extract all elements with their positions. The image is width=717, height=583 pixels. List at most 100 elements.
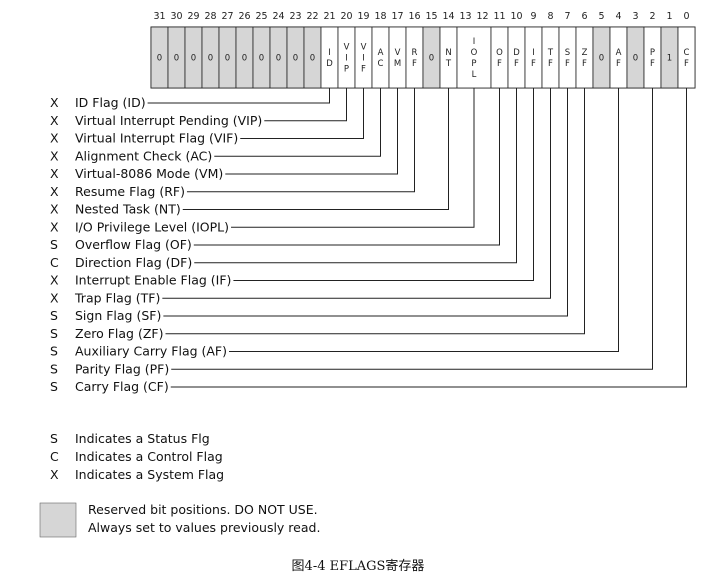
legend-description: Indicates a Status Flg: [75, 431, 210, 446]
flag-type: X: [50, 184, 59, 199]
leader-line: [214, 88, 381, 157]
leader-line: [194, 88, 517, 264]
bit-number: 9: [530, 11, 536, 22]
leader-line: [170, 88, 687, 388]
leader-line: [163, 88, 568, 317]
bit-number: 21: [323, 11, 335, 22]
flag-list: X ID Flag (ID) X Virtual Interrupt Pending …: [50, 88, 687, 394]
bit-number: 7: [564, 11, 570, 22]
bit-number: 2: [649, 11, 655, 22]
flag-type: S: [50, 361, 58, 376]
flag-name: Carry Flag (CF): [75, 379, 169, 394]
bit-number: 20: [340, 11, 352, 22]
legend-description: Indicates a Control Flag: [75, 449, 223, 464]
bit-value: 0: [191, 54, 196, 64]
bit-number: 11: [493, 11, 505, 22]
flag-name: Virtual Interrupt Pending (VIP): [75, 113, 262, 128]
flag-name: Parity Flag (PF): [75, 361, 169, 376]
bit-number: 18: [374, 11, 386, 22]
flag-bit-cell: [456, 26, 492, 89]
reserved-note-line2: Always set to values previously read.: [88, 520, 320, 535]
bit-number: 26: [238, 11, 250, 22]
bit-number: 31: [153, 11, 165, 22]
leader-line: [171, 88, 653, 370]
flag-type: X: [50, 273, 59, 288]
flag-type: X: [50, 148, 59, 163]
flag-name: Auxiliary Carry Flag (AF): [75, 344, 227, 359]
bit-value: 0: [633, 54, 638, 64]
flag-name: Direction Flag (DF): [75, 255, 192, 270]
flag-type: X: [50, 290, 59, 305]
flag-type: X: [50, 113, 59, 128]
flag-type: S: [50, 379, 58, 394]
flag-type: C: [50, 255, 59, 270]
leader-line: [147, 88, 330, 104]
bit-number: 4: [615, 11, 621, 22]
bit-value: 0: [293, 54, 298, 64]
bit-number: 0: [683, 11, 689, 22]
flag-type: X: [50, 202, 59, 217]
flag-name: Nested Task (NT): [75, 202, 181, 217]
bit-number: 29: [187, 11, 199, 22]
flag-name: Sign Flag (SF): [75, 308, 161, 323]
flag-name: I/O Privilege Level (IOPL): [75, 219, 229, 234]
flag-type: X: [50, 166, 59, 181]
bit-value: 0: [225, 54, 230, 64]
bit-number: 5: [598, 11, 604, 22]
leader-line: [229, 88, 619, 352]
flag-type: S: [50, 344, 58, 359]
bit-value: 0: [276, 54, 281, 64]
bit-value: 0: [208, 54, 213, 64]
legend-description: Indicates a System Flag: [75, 467, 224, 482]
bit-number: 24: [272, 11, 284, 22]
reserved-note: Reserved bit positions. DO NOT USE. Alwa…: [39, 502, 320, 538]
flag-name: ID Flag (ID): [75, 95, 146, 110]
legend-type: C: [50, 449, 59, 464]
flag-name: Zero Flag (ZF): [75, 326, 163, 341]
bit-number: 10: [510, 11, 522, 22]
flag-name: Virtual-8086 Mode (VM): [75, 166, 223, 181]
bit-number: 16: [408, 11, 420, 22]
bit-number: 1: [666, 11, 672, 22]
bit-number: 15: [425, 11, 437, 22]
bit-value: 1: [667, 54, 672, 64]
leader-line: [264, 88, 347, 122]
leader-line: [162, 88, 551, 299]
reserved-note-line1: Reserved bit positions. DO NOT USE.: [88, 502, 318, 517]
bit-value: 0: [599, 54, 604, 64]
bit-value: 0: [157, 54, 162, 64]
bit-value: 0: [174, 54, 179, 64]
bit-number: 6: [581, 11, 587, 22]
figure-caption: 图4-4 EFLAGS寄存器: [292, 558, 425, 574]
bit-number: 27: [221, 11, 233, 22]
leader-line: [225, 88, 398, 175]
reserved-swatch: [39, 502, 77, 538]
bit-number: 13: [459, 11, 471, 22]
bit-number: 19: [357, 11, 369, 22]
flag-name: Virtual Interrupt Flag (VIF): [75, 131, 238, 146]
flag-type: S: [50, 308, 58, 323]
flag-name: Trap Flag (TF): [74, 290, 160, 305]
bit-number: 23: [289, 11, 301, 22]
leader-line: [231, 88, 475, 228]
bit-number: 12: [476, 11, 488, 22]
legend-type: S: [50, 431, 58, 446]
flag-type: S: [50, 237, 58, 252]
bit-number: 17: [391, 11, 403, 22]
leader-line: [240, 88, 364, 139]
